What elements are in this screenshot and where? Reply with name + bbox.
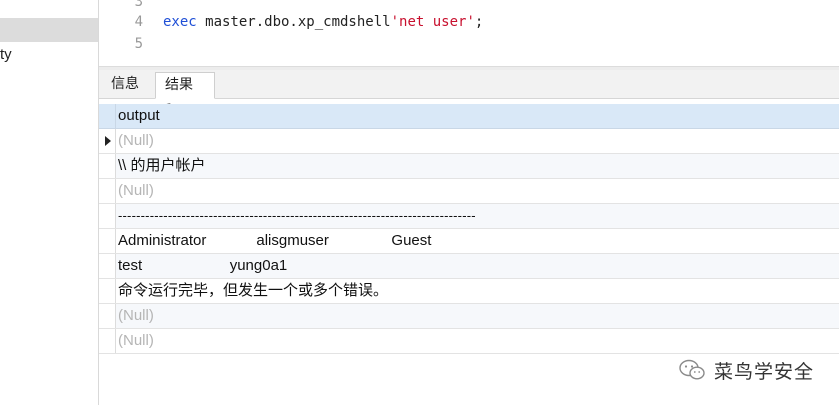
grid-cell[interactable]: \\ 的用户帐户 (118, 157, 206, 174)
table-row[interactable]: ----------------------------------------… (99, 204, 839, 229)
navigator-item-label[interactable]: ty (0, 46, 12, 63)
table-row[interactable]: test yung0a1 (99, 254, 839, 279)
row-indicator (99, 329, 116, 353)
row-indicator (99, 279, 116, 303)
table-row[interactable]: (Null) (99, 179, 839, 204)
watermark: 菜鸟学安全 (678, 356, 814, 384)
sql-terminator: ; (474, 14, 484, 30)
grid-cell[interactable]: 命令运行完毕，但发生一个或多个错误。 (118, 282, 389, 299)
grid-cell[interactable]: Administrator alisgmuser Guest (118, 232, 432, 249)
tab-info[interactable]: 信息 (111, 76, 139, 92)
pane-splitter[interactable] (99, 66, 839, 71)
row-indicator (99, 129, 116, 153)
row-indicator (99, 304, 116, 328)
line-number: 3 (134, 0, 143, 10)
row-indicator (99, 104, 116, 128)
grid-cell[interactable]: (Null) (118, 182, 154, 199)
sql-string: 'net user' (390, 14, 475, 30)
table-row[interactable]: 命令运行完毕，但发生一个或多个错误。 (99, 279, 839, 304)
sql-keyword: exec (163, 14, 197, 30)
column-header-output[interactable]: output (118, 107, 160, 124)
result-tabs: 信息 结果 1 (99, 70, 839, 118)
sql-code: master.dbo.xp_cmdshell (196, 14, 391, 30)
sql-editor[interactable]: 3 4 5 exec master.dbo.xp_cmdshell'net us… (99, 0, 839, 66)
watermark-text: 菜鸟学安全 (714, 360, 815, 383)
grid-cell[interactable]: (Null) (118, 332, 154, 349)
grid-cell[interactable]: (Null) (118, 307, 154, 324)
line-number: 4 (134, 14, 143, 30)
grid-cell[interactable]: ----------------------------------------… (118, 208, 476, 223)
grid-cell[interactable]: test yung0a1 (118, 257, 288, 274)
row-indicator (99, 204, 116, 228)
navigator-selected-item[interactable] (0, 18, 98, 42)
grid-cell[interactable]: (Null) (118, 132, 154, 149)
table-row[interactable]: (Null) (99, 304, 839, 329)
row-indicator (99, 154, 116, 178)
grid-header-row: output (99, 104, 839, 129)
current-row-arrow-icon (105, 136, 111, 146)
table-row[interactable]: Administrator alisgmuser Guest (99, 229, 839, 254)
row-indicator (99, 179, 116, 203)
table-row[interactable]: (Null) (99, 329, 839, 354)
code-line[interactable]: exec master.dbo.xp_cmdshell'net user'; (163, 14, 483, 30)
table-row[interactable]: (Null) (99, 129, 839, 154)
object-navigator: ty (0, 0, 99, 405)
line-number: 5 (134, 36, 143, 52)
wechat-icon (679, 359, 705, 380)
row-indicator (99, 229, 116, 253)
table-row[interactable]: \\ 的用户帐户 (99, 154, 839, 179)
tab-result-1[interactable]: 结果 1 (155, 72, 215, 118)
result-grid: output (Null) \\ 的用户帐户 (Null) ----------… (99, 104, 839, 354)
row-indicator (99, 254, 116, 278)
